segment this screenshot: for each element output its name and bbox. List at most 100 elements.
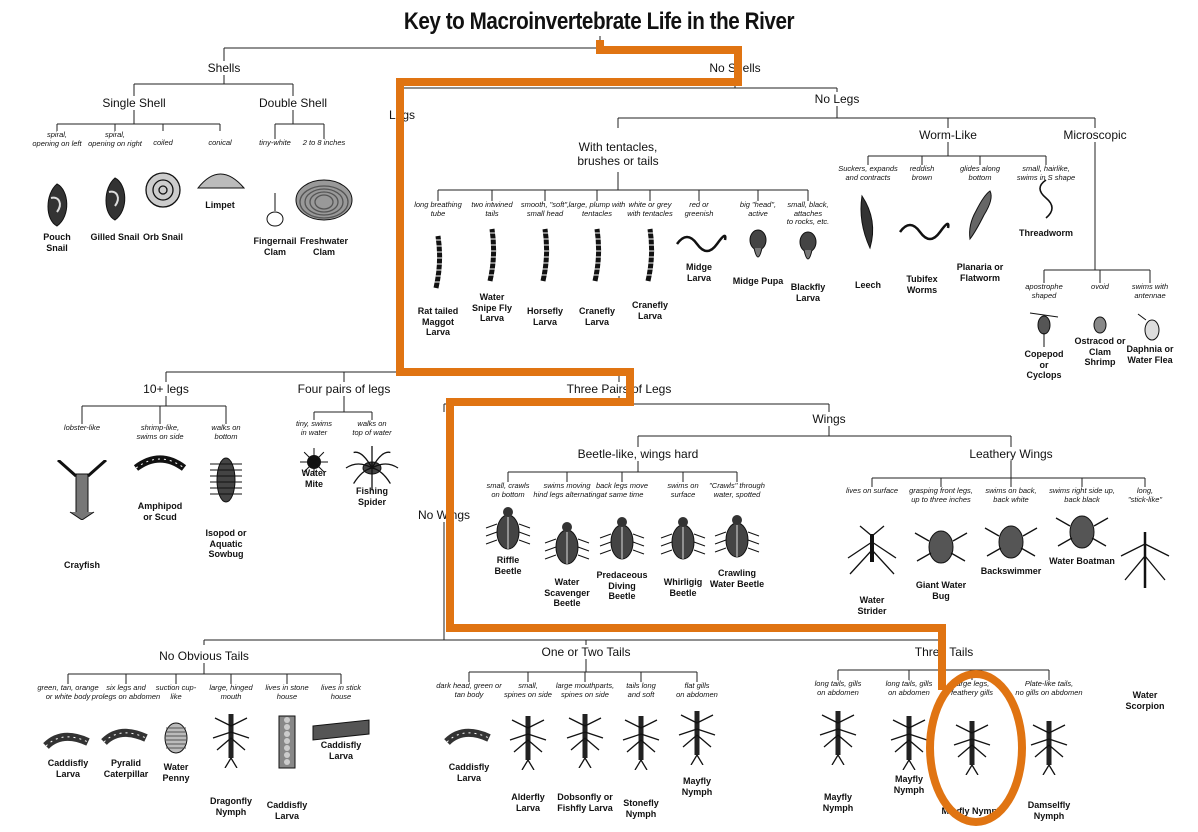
nymph-icon xyxy=(509,716,547,770)
organism-name: Alderfly Larva xyxy=(511,792,545,813)
threadworm-icon xyxy=(1039,179,1053,219)
organism-description: grasping front legs, up to three inches xyxy=(909,486,973,504)
label-with-tentacles: With tentacles, brushes or tails xyxy=(576,140,660,168)
organism-description: two intwined tails xyxy=(471,200,513,218)
bug-icon xyxy=(984,525,1038,559)
organism-description: spiral, opening on right xyxy=(88,130,142,148)
organism-description: shrimp-like, swims on side xyxy=(136,423,184,441)
organism-description: long breathing tube xyxy=(414,200,462,218)
beetle-icon xyxy=(660,517,706,560)
organism-description: lives in stick house xyxy=(320,683,361,701)
label-no-obvious-tails: No Obvious Tails xyxy=(158,649,250,663)
organism-description: large mouthparts, spines on side xyxy=(555,681,615,699)
organism-name: Whirligig Beetle xyxy=(663,577,703,598)
nymph-icon xyxy=(953,721,991,775)
organism-name: Giant Water Bug xyxy=(915,580,967,601)
label-beetle-like: Beetle-like, wings hard xyxy=(576,447,700,461)
organism-name: Tubifex Worms xyxy=(906,274,938,295)
organism-name: Water Boatman xyxy=(1049,556,1115,566)
nymph-icon xyxy=(890,716,928,770)
caddis-icon xyxy=(43,732,90,750)
organism-description: dark head, green or tan body xyxy=(436,681,502,699)
organism-name: Threadworm xyxy=(1018,228,1073,238)
organism-name: Rat tailed Maggot Larva xyxy=(417,306,459,337)
organism-description: tiny, swims in water xyxy=(295,419,333,437)
larva-icon xyxy=(645,228,655,282)
organism-description: lives in stone house xyxy=(265,683,309,701)
label-ten-plus-legs: 10+ legs xyxy=(142,382,190,396)
organism-description: glides along bottom xyxy=(959,164,1001,182)
nymph-icon xyxy=(1030,721,1068,775)
organism-name: Planaria or Flatworm xyxy=(956,262,1004,283)
organism-name: Caddisfly Larva xyxy=(448,762,490,783)
organism-name: Crayfish xyxy=(63,560,100,570)
organism-name: Leech xyxy=(854,280,881,290)
label-one-or-two-tails: One or Two Tails xyxy=(540,645,632,659)
leech-icon xyxy=(860,194,874,250)
organism-name: Limpet xyxy=(205,200,235,210)
worm-icon xyxy=(675,234,727,253)
organism-description: back legs move at same time xyxy=(595,481,649,499)
organism-name: Water Penny xyxy=(162,762,190,783)
organism-description: swims on back, back white xyxy=(985,486,1037,504)
strider-icon xyxy=(847,525,897,575)
pupa-icon xyxy=(799,231,817,260)
organism-description: lobster-like xyxy=(63,423,101,432)
penny-icon xyxy=(164,722,188,754)
organism-description: white or grey with tentacles xyxy=(627,200,673,218)
organism-name: Caddisfly Larva xyxy=(47,758,89,779)
organism-description: swims with antennae xyxy=(1131,282,1169,300)
organism-description: ovoid xyxy=(1091,282,1109,291)
organism-name: Dobsonfly or Fishfly Larva xyxy=(557,792,613,813)
organism-description: apostrophe shaped xyxy=(1025,282,1063,300)
organism-description: conical xyxy=(208,138,232,147)
organism-name: Freshwater Clam xyxy=(299,236,349,257)
organism-description: reddish brown xyxy=(909,164,935,182)
organism-name: Caddisfly Larva xyxy=(266,800,308,821)
bug-icon xyxy=(1055,515,1109,549)
ostracod-icon xyxy=(1093,316,1107,334)
organism-description: swims moving hind legs alternating xyxy=(533,481,601,499)
organism-description: long tails, gills on abdomen xyxy=(814,679,862,697)
label-single-shell: Single Shell xyxy=(101,96,167,110)
highlight-path xyxy=(396,40,946,690)
label-three-pairs: Three Pairs of Legs xyxy=(565,382,673,396)
snail-left-icon xyxy=(47,183,68,227)
organism-name: Predaceous Diving Beetle xyxy=(596,570,648,601)
organism-name: Water Scorpion xyxy=(1125,690,1165,711)
organism-description: six legs and prolegs on abdomen xyxy=(91,683,161,701)
organism-description: small, spines on side xyxy=(504,681,552,699)
organism-name: Mayfly Nymph xyxy=(681,776,713,797)
organism-name: Midge Pupa xyxy=(732,276,784,286)
organism-description: suction cup- like xyxy=(155,683,197,701)
sowbug-icon xyxy=(210,457,242,503)
page-title: Key to Macroinvertebrate Life in the Riv… xyxy=(403,8,795,35)
organism-name: Cranefly Larva xyxy=(578,306,615,327)
crayfish-icon xyxy=(57,460,107,520)
caterpillar-icon xyxy=(101,728,148,746)
organism-description: swims right side up, back black xyxy=(1049,486,1115,504)
label-leathery-wings: Leathery Wings xyxy=(968,447,1054,461)
beetle-icon xyxy=(485,507,531,550)
organism-name: Midge Larva xyxy=(686,262,712,283)
organism-description: walks on top of water xyxy=(352,419,392,437)
organism-name: Caddisfly Larva xyxy=(320,740,362,761)
label-four-pairs: Four pairs of legs xyxy=(296,382,392,396)
limpet-icon xyxy=(196,173,246,189)
organism-description: large, hinged mouth xyxy=(209,683,253,701)
clam-icon xyxy=(295,179,353,221)
stick-case-icon xyxy=(312,719,370,741)
organism-name: Fishing Spider xyxy=(356,486,388,507)
organism-name: Orb Snail xyxy=(142,232,183,242)
larva-icon xyxy=(487,228,497,282)
organism-name: Pyralid Caterpillar xyxy=(103,758,149,779)
organism-name: Water Strider xyxy=(857,595,887,616)
nymph-icon xyxy=(212,714,250,768)
organism-description: large, plump with tentacles xyxy=(568,200,626,218)
scud-icon xyxy=(133,455,187,471)
organism-description: smooth, "soft", small head xyxy=(520,200,570,218)
organism-description: flat gills on abdomen xyxy=(676,681,718,699)
organism-description: spiral, opening on left xyxy=(32,130,82,148)
